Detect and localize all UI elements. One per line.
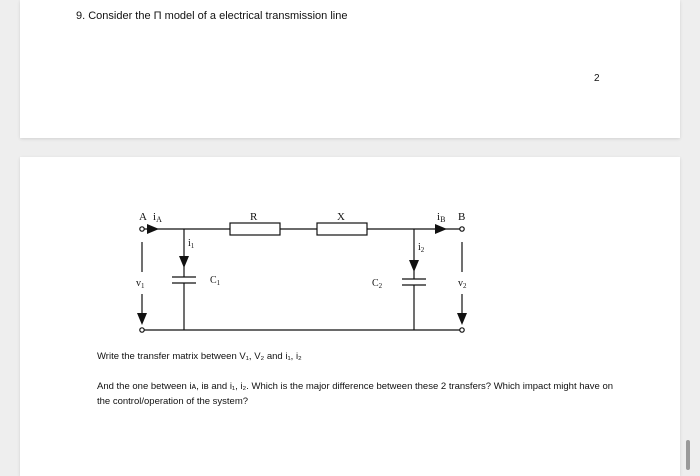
figure-card <box>20 157 680 476</box>
node-b-label: B <box>458 211 465 223</box>
pi-model-circuit: A iA R X iB B i1 i2 C1 C2 v1 v2 <box>136 211 467 333</box>
current-arrow-i2-icon <box>409 260 419 272</box>
current-a-label: iA <box>153 211 162 224</box>
node-a-label: A <box>139 211 147 223</box>
cap1-symbol: C <box>210 275 217 286</box>
cap2-subscript: 2 <box>379 282 383 290</box>
voltage-arrow-v1-icon <box>137 313 147 325</box>
i2-symbol: i <box>418 242 421 253</box>
current-a-subscript: A <box>156 215 162 224</box>
reactance-label: X <box>337 211 345 223</box>
v2-symbol: v <box>458 278 463 289</box>
i2-label: i2 <box>418 242 425 254</box>
current-a-symbol: i <box>153 211 156 223</box>
v2-subscript: 2 <box>463 282 467 290</box>
i1-subscript: 1 <box>191 242 195 250</box>
voltage-arrow-v2-icon <box>457 313 467 325</box>
prompt-transfer-currents: And the one between iᴀ, iʙ and i₁, i₂. W… <box>97 381 614 407</box>
i1-label: i1 <box>188 238 195 250</box>
v1-label: v1 <box>136 278 145 290</box>
question-card <box>20 0 680 138</box>
cap2-symbol: C <box>372 278 379 289</box>
cap1-subscript: 1 <box>217 279 221 287</box>
current-arrow-i1-icon <box>179 256 189 268</box>
current-arrow-b-icon <box>435 224 447 234</box>
current-arrow-a-icon <box>147 224 159 234</box>
v1-symbol: v <box>136 278 141 289</box>
current-b-subscript: B <box>440 215 445 224</box>
resistor-label: R <box>250 211 258 223</box>
current-b-label: iB <box>437 211 445 224</box>
i1-symbol: i <box>188 238 191 249</box>
v1-subscript: 1 <box>141 282 145 290</box>
cap1-label: C1 <box>210 275 221 287</box>
v2-label: v2 <box>458 278 467 290</box>
question-title: 9. Consider the Π model of a electrical … <box>76 10 348 22</box>
i2-subscript: 2 <box>421 246 425 254</box>
scrollbar-thumb[interactable] <box>686 440 690 470</box>
current-b-symbol: i <box>437 211 440 223</box>
page-number: 2 <box>594 73 600 84</box>
cap2-label: C2 <box>372 278 383 290</box>
prompt-transfer-voltages: Write the transfer matrix between V₁, V₂… <box>97 351 302 362</box>
